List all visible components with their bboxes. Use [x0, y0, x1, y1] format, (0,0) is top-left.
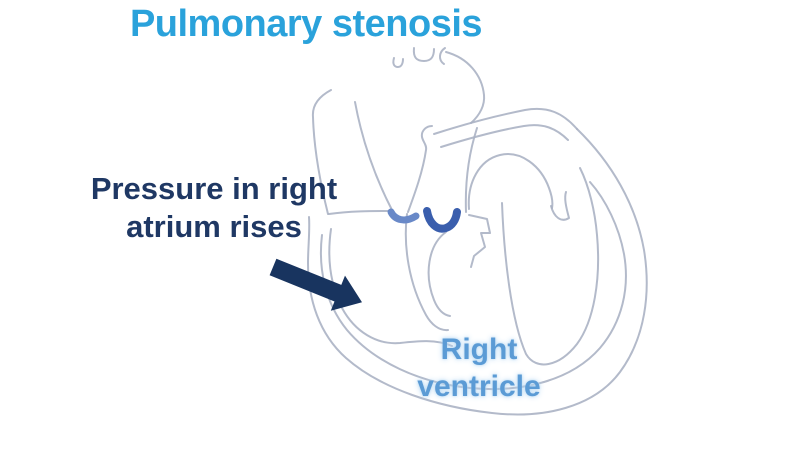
pressure-annotation-line2: atrium rises: [126, 209, 302, 244]
right-ventricle-label: Right ventricle: [364, 331, 594, 405]
pulmonary-trunk-left-wall: [407, 125, 433, 213]
pulmonary-trunk-right-wall: [464, 127, 478, 213]
stenotic-pulmonary-valve: [387, 207, 461, 233]
aortic-branch-squiggle-1: [392, 57, 404, 68]
aortic-branch-squiggle-3: [439, 47, 446, 65]
pulmonary-artery-lower-edge: [440, 124, 569, 148]
left-ventricle-cavity: [501, 167, 600, 366]
heart-inner-wall: [319, 181, 627, 391]
left-atrium-dome: [467, 153, 554, 210]
heart-outline: [307, 47, 648, 416]
septum-right-line: [427, 231, 451, 317]
septum-left-line: [404, 213, 449, 332]
pressure-annotation-line1: Pressure in right: [90, 171, 338, 206]
aortic-arch: [445, 51, 486, 124]
right-atrium-wall: [328, 228, 453, 347]
right-atrium-top-edge: [328, 210, 392, 215]
pulmonary-artery-upper-edge: [433, 108, 578, 135]
right-ventricle-label-line2: ventricle: [417, 370, 541, 403]
stenotic-valve-right-leaflet: [423, 207, 461, 233]
stenotic-valve-left-leaflet: [387, 208, 420, 224]
pressure-annotation: Pressure in right atrium rises: [44, 170, 384, 246]
pressure-arrow: [269, 258, 362, 311]
superior-vena-cava-left-edge: [311, 89, 332, 215]
right-ventricle-label-line1: Right: [440, 333, 518, 366]
page-title: Pulmonary stenosis: [129, 3, 483, 45]
valve-leaflet-zigzag: [468, 214, 491, 268]
mitral-notch: [550, 191, 570, 221]
aortic-branch-squiggle-2: [412, 47, 435, 62]
superior-vena-cava-right-edge: [354, 101, 393, 211]
